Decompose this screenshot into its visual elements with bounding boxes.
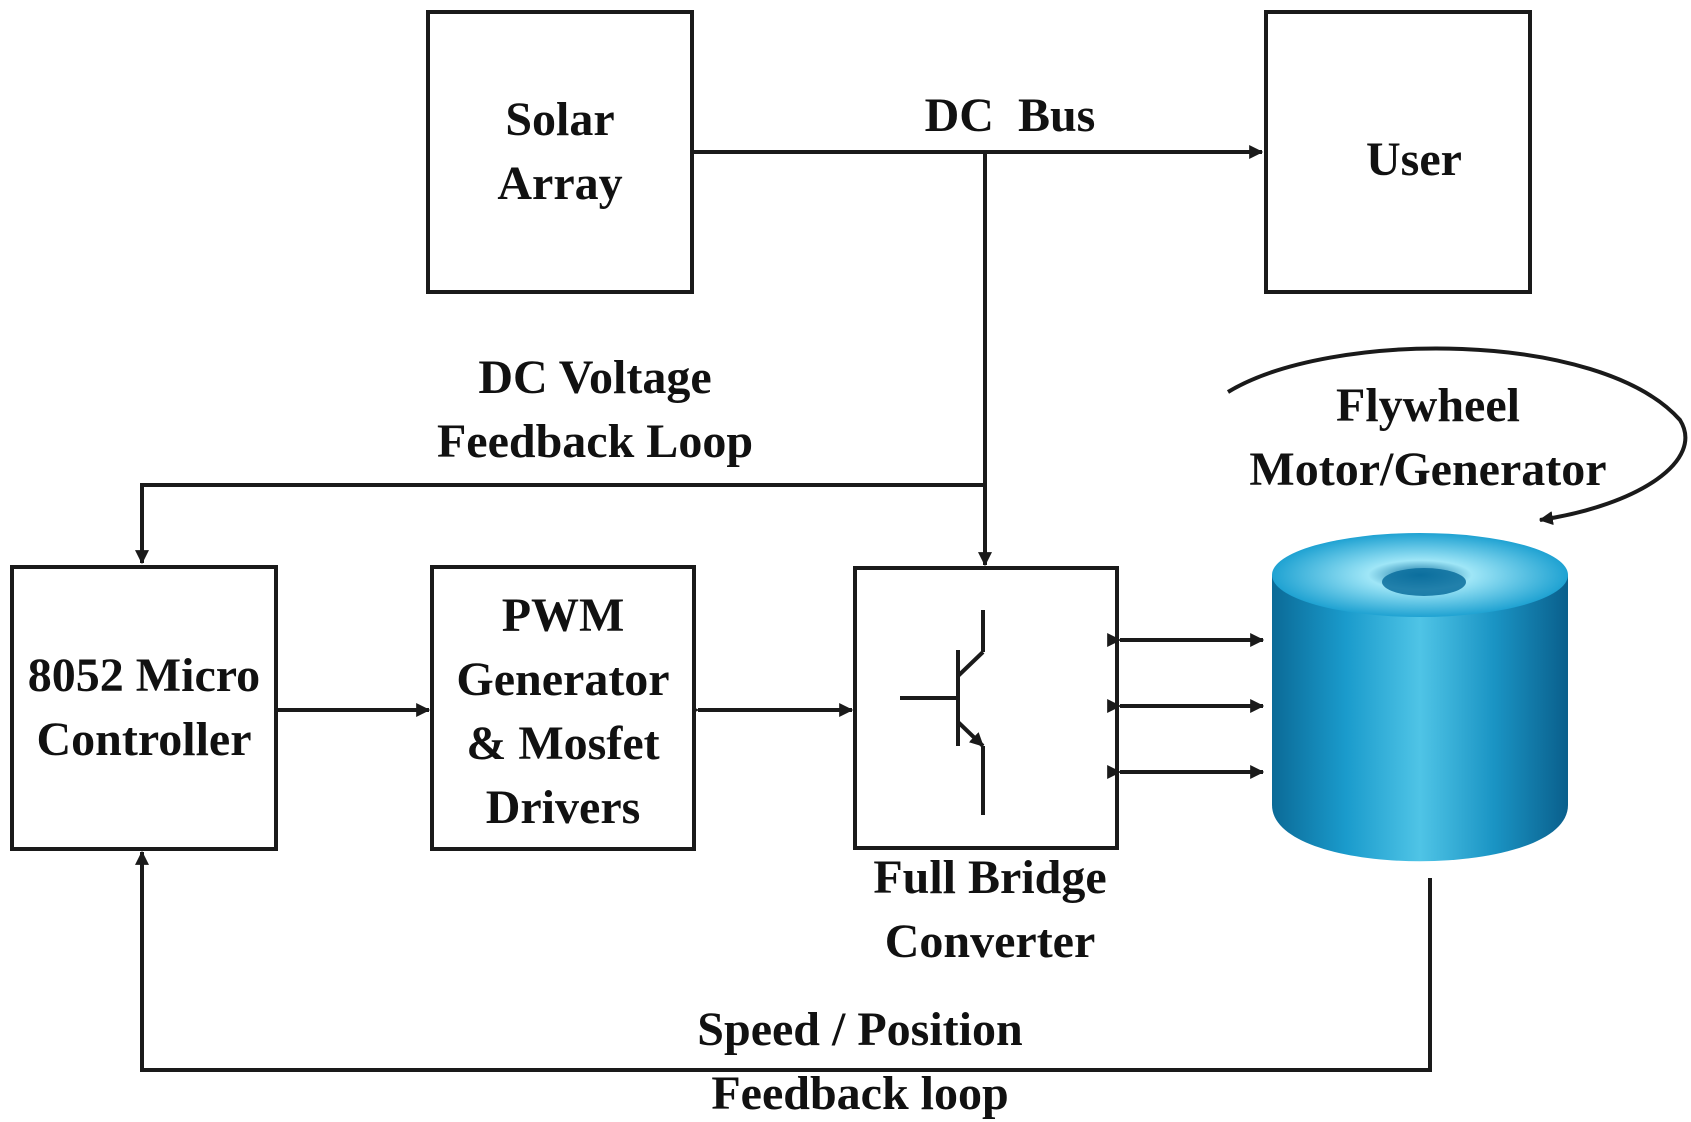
pwm-generator-block [430, 565, 696, 851]
pwm-label-line3: & Mosfet [466, 717, 660, 770]
pwm-label-line4: Drivers [485, 781, 641, 834]
flywheel-label: Flywheel Motor/Generator [1228, 374, 1628, 502]
speed-feedback-line1: Speed / Position [640, 998, 1080, 1062]
speed-feedback-line [135, 850, 1432, 1072]
flywheel-label-line2: Motor/Generator [1249, 443, 1607, 496]
pwm-label-line2: Generator [456, 653, 670, 706]
dc-voltage-feedback-label: DC Voltage Feedback Loop [410, 346, 780, 474]
user-block [1264, 10, 1532, 294]
micro-controller-label-line1: 8052 Micro [27, 649, 261, 702]
solar-array-label-line1: Solar [505, 93, 615, 146]
flywheel-cylinder-icon [1272, 533, 1568, 862]
pwm-label-line1: PWM [501, 589, 625, 642]
full-bridge-label-line2: Converter [884, 915, 1096, 968]
speed-feedback-label: Speed / Position Feedback loop [640, 998, 1080, 1122]
micro-controller-block [10, 565, 278, 851]
dc-voltage-feedback-line2: Feedback Loop [436, 415, 754, 468]
igbt-transistor-icon [900, 610, 985, 815]
full-bridge-converter-block [853, 566, 1119, 850]
solar-array-block [426, 10, 694, 294]
micro-controller-label: 8052 Micro Controller [10, 644, 278, 772]
flywheel-label-line1: Flywheel [1336, 379, 1520, 432]
rotation-arc-icon [1226, 346, 1688, 526]
solar-array-label-line2: Array [497, 157, 623, 210]
speed-feedback-line2: Feedback loop [711, 1067, 1009, 1120]
dc-voltage-feedback-line [135, 483, 985, 565]
pwm-generator-label: PWM Generator & Mosfet Drivers [430, 584, 696, 840]
full-bridge-label-line1: Full Bridge [873, 851, 1107, 904]
full-bridge-converter-label: Full Bridge Converter [840, 846, 1140, 974]
dc-voltage-feedback-line1: DC Voltage [478, 351, 712, 404]
user-label: User [1366, 133, 1462, 186]
solar-array-label: Solar Array [426, 88, 694, 216]
micro-controller-label-line2: Controller [36, 713, 252, 766]
dc-bus-label: DC Bus [924, 89, 1096, 142]
